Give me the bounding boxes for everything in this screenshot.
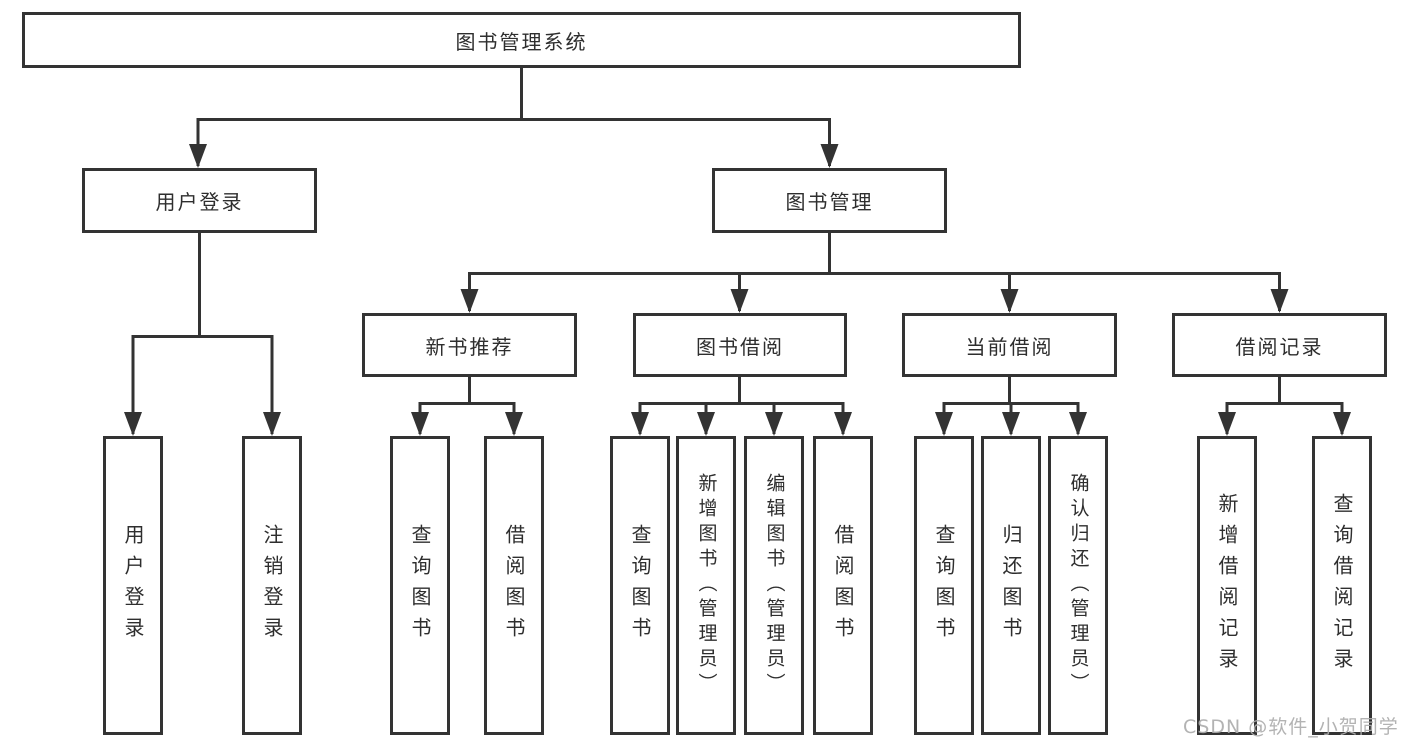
leaf-label: 查询图书: [628, 523, 652, 648]
node-book-management: 图书管理: [712, 168, 947, 233]
leaf-add-borrow-record: 新增借阅记录: [1197, 436, 1257, 735]
node-borrowing-records: 借阅记录: [1172, 313, 1387, 377]
leaf-label: 借阅图书: [502, 523, 526, 648]
leaf-user-login: 用户登录: [103, 436, 163, 735]
arrowhead-down-icons: [124, 144, 1351, 436]
node-label: 图书管理: [785, 190, 874, 214]
leaf-borrow-books-borrowing: 借阅图书: [813, 436, 873, 735]
node-user-login: 用户登录: [82, 168, 317, 233]
node-book-borrowing: 图书借阅: [633, 313, 847, 377]
leaf-label: 查询图书: [932, 523, 956, 648]
node-current-borrowing: 当前借阅: [902, 313, 1117, 377]
leaf-label: 查询借阅记录: [1330, 492, 1354, 679]
leaf-label: 查询图书: [408, 523, 432, 648]
watermark: CSDN @软件_小贺同学: [1183, 716, 1399, 738]
node-label: 新书推荐: [425, 334, 514, 359]
leaf-label: 用户登录: [121, 523, 145, 648]
node-root: 图书管理系统: [22, 12, 1021, 68]
connector-lines: [131, 64, 1344, 434]
leaf-add-book-admin: 新增图书（管理员）: [676, 436, 736, 735]
leaf-label: 确认归还（管理员）: [1067, 473, 1090, 698]
node-label: 图书借阅: [696, 334, 784, 359]
leaf-query-books-current: 查询图书: [914, 436, 974, 735]
leaf-query-books-recommend: 查询图书: [390, 436, 450, 735]
node-label: 借阅记录: [1235, 334, 1324, 359]
node-new-book-recommend: 新书推荐: [362, 313, 577, 377]
node-label: 当前借阅: [965, 334, 1054, 359]
leaf-label: 归还图书: [999, 523, 1023, 648]
leaf-edit-book-admin: 编辑图书（管理员）: [744, 436, 804, 735]
leaf-label: 借阅图书: [831, 523, 855, 648]
leaf-label: 新增图书（管理员）: [695, 473, 718, 698]
leaf-query-books-borrowing: 查询图书: [610, 436, 670, 735]
leaf-logout: 注销登录: [242, 436, 302, 735]
leaf-confirm-return-admin: 确认归还（管理员）: [1048, 436, 1108, 735]
leaf-label: 新增借阅记录: [1215, 492, 1239, 679]
leaf-borrow-books-recommend: 借阅图书: [484, 436, 544, 735]
node-label: 用户登录: [155, 190, 244, 214]
leaf-return-books: 归还图书: [981, 436, 1041, 735]
leaf-label: 编辑图书（管理员）: [763, 473, 786, 698]
leaf-label: 注销登录: [260, 523, 284, 648]
node-label: 图书管理系统: [455, 29, 588, 54]
leaf-query-borrow-record: 查询借阅记录: [1312, 436, 1372, 735]
